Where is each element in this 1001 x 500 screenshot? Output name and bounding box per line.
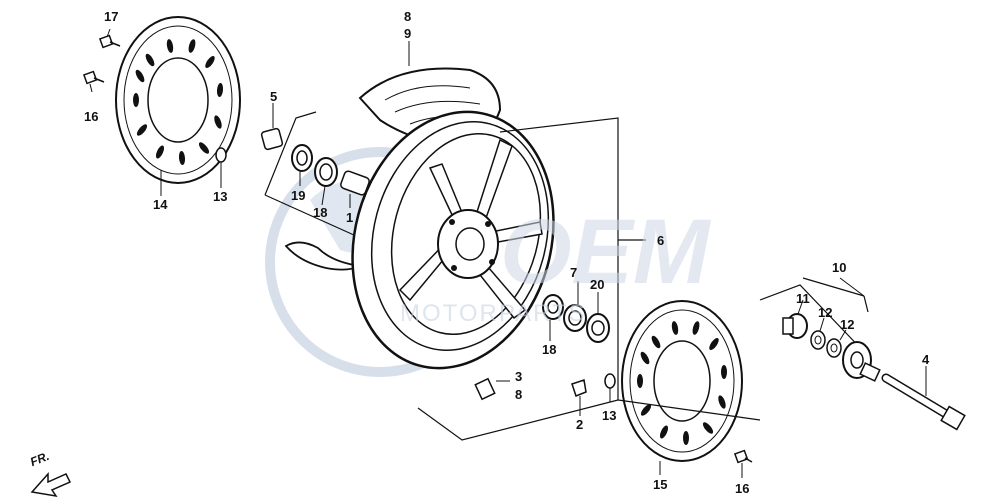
bolt-16-left xyxy=(82,70,105,85)
front-brake-disc-right xyxy=(621,300,743,462)
callout-1: 1 xyxy=(346,210,354,225)
bolt-16-right xyxy=(733,449,753,464)
left-parts-bracket xyxy=(264,111,366,241)
washer-13-right xyxy=(604,373,616,389)
callout-11: 11 xyxy=(796,291,810,306)
washer-13-left xyxy=(215,147,227,163)
callout-13-left: 13 xyxy=(213,189,228,204)
bearing-18-right xyxy=(542,294,564,320)
callout-5: 5 xyxy=(270,89,278,104)
washer-12-a xyxy=(810,330,826,350)
callout-14: 14 xyxy=(153,197,168,212)
front-brake-disc-left xyxy=(115,16,241,184)
washer-12-b xyxy=(826,338,842,358)
callout-15: 15 xyxy=(653,477,668,492)
callout-3: 3 xyxy=(515,369,523,384)
balance-weight-2 xyxy=(571,379,587,397)
callout-20: 20 xyxy=(590,277,605,292)
tire-valve xyxy=(474,377,496,401)
callout-7: 7 xyxy=(570,265,578,280)
bearing-18-left xyxy=(314,157,338,187)
wheel-rim xyxy=(351,110,555,370)
watermark-subtitle: MOTORPARTS xyxy=(400,300,587,327)
front-axle-4 xyxy=(881,373,966,431)
callout-8-top: 8 xyxy=(404,9,412,24)
callout-18-right: 18 xyxy=(542,342,557,357)
gear-retainer-11 xyxy=(782,313,808,339)
callout-16-right: 16 xyxy=(735,481,750,496)
spacer-collar-5 xyxy=(260,127,284,151)
speedometer-gearbox-10 xyxy=(842,341,881,382)
callout-6: 6 xyxy=(657,233,665,248)
callout-18-left: 18 xyxy=(313,205,328,220)
leader-lines xyxy=(89,28,927,478)
callout-13-right: 13 xyxy=(602,408,617,423)
callout-8-bottom: 8 xyxy=(515,387,523,402)
bolt-17-left xyxy=(98,34,121,49)
callout-9: 9 xyxy=(404,26,412,41)
watermark-logo: OEM xyxy=(500,201,710,303)
callout-17: 17 xyxy=(104,9,119,24)
callout-12-a: 12 xyxy=(818,305,833,320)
callout-16-left: 16 xyxy=(84,109,99,124)
callout-12-b: 12 xyxy=(840,317,855,332)
callout-10: 10 xyxy=(832,260,847,275)
dust-seal-19 xyxy=(291,144,313,172)
front-direction-arrow xyxy=(30,472,72,498)
callout-19: 19 xyxy=(291,188,306,203)
callout-4: 4 xyxy=(922,352,930,367)
callout-2: 2 xyxy=(576,417,584,432)
seal-20 xyxy=(586,313,610,343)
disc-bracket xyxy=(617,399,761,421)
dust-seal-7 xyxy=(563,304,587,332)
